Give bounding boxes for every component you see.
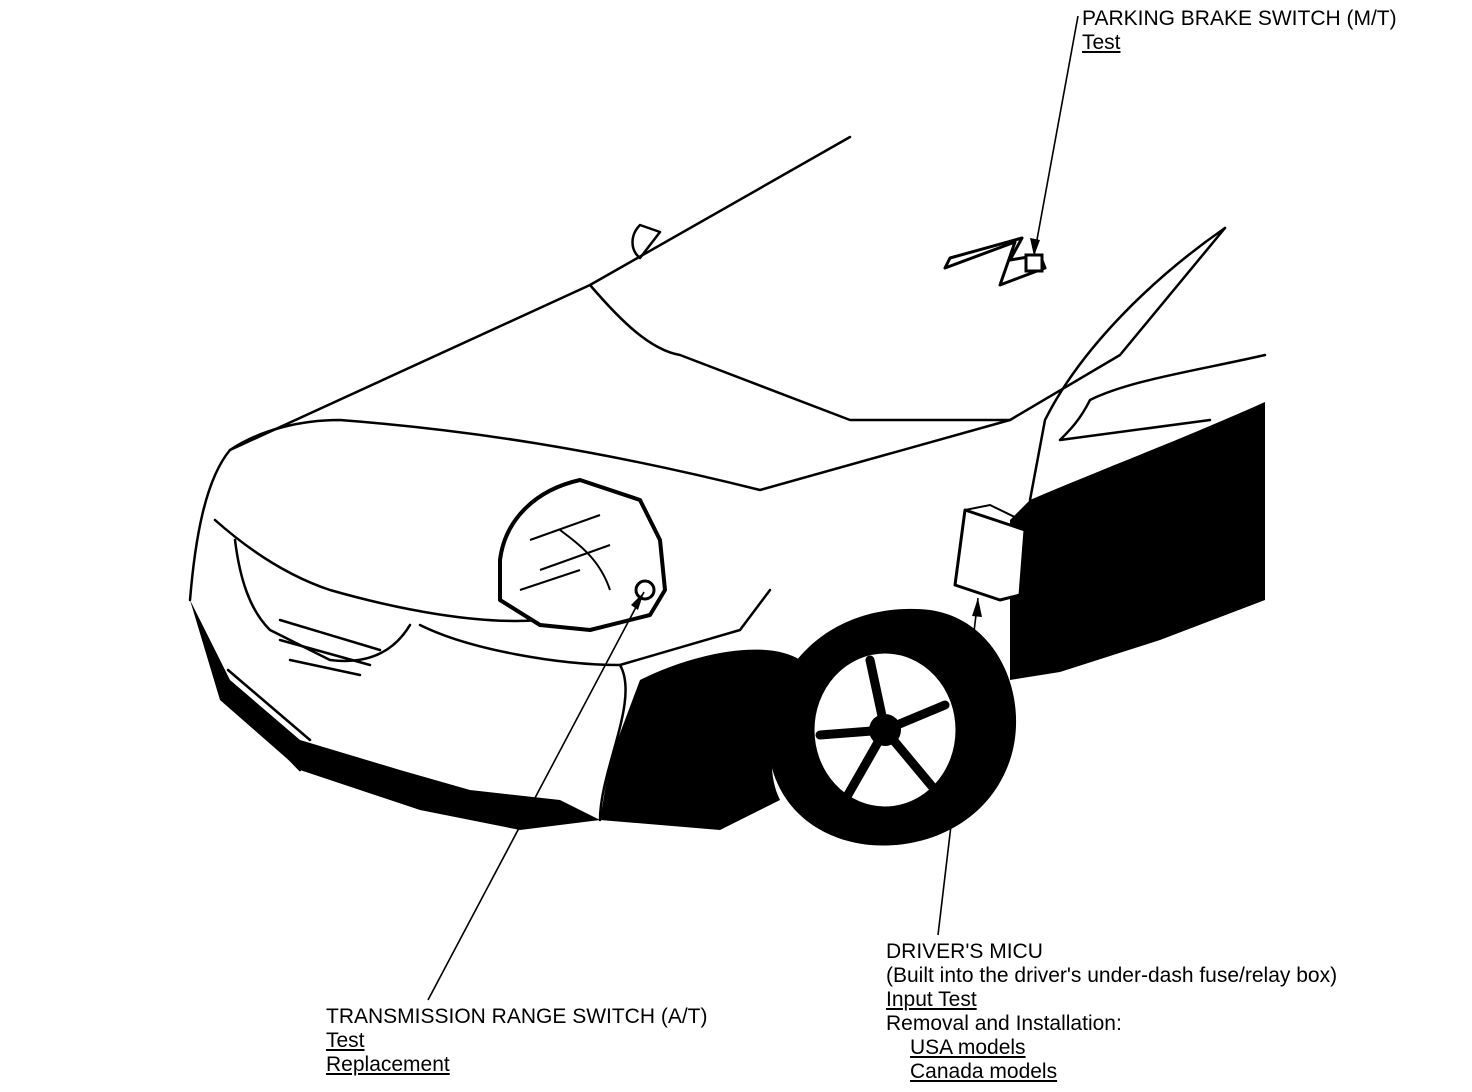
drivers-micu-subtitle: (Built into the driver's under-dash fuse… xyxy=(886,964,1338,987)
transmission-range-switch-callout: TRANSMISSION RANGE SWITCH (A/T) Test Rep… xyxy=(326,1005,708,1077)
transmission-detail xyxy=(519,514,611,591)
leader-parking-brake xyxy=(1033,15,1079,257)
transmission-range-replacement-link[interactable]: Replacement xyxy=(326,1053,450,1076)
leader-lines xyxy=(427,15,1079,1001)
usa-models-link[interactable]: USA models xyxy=(910,1036,1026,1059)
leader-drivers-micu xyxy=(937,597,979,936)
leader-transmission-range xyxy=(427,591,645,1001)
transmission-range-switch-title: TRANSMISSION RANGE SWITCH (A/T) xyxy=(326,1005,708,1028)
transmission-range-switch-part xyxy=(634,579,656,601)
lower-bumper-shadow xyxy=(190,600,600,830)
parking-brake-switch-part xyxy=(1024,253,1044,273)
parking-brake-switch-title: PARKING BRAKE SWITCH (M/T) xyxy=(1082,7,1397,30)
drivers-micu-title: DRIVER'S MICU xyxy=(886,940,1043,963)
fender-shadow xyxy=(600,649,800,830)
parking-brake-test-link[interactable]: Test xyxy=(1082,31,1121,54)
transmission-range-test-link[interactable]: Test xyxy=(326,1029,365,1052)
drivers-micu-callout: DRIVER'S MICU (Built into the driver's u… xyxy=(886,940,1337,1084)
removal-installation-label: Removal and Installation: xyxy=(886,1012,1122,1035)
drivers-micu-box xyxy=(953,508,1027,602)
car-outline xyxy=(188,135,1267,822)
car-side-panel xyxy=(1010,402,1265,680)
drivers-micu-input-test-link[interactable]: Input Test xyxy=(886,988,977,1011)
canada-models-link[interactable]: Canada models xyxy=(910,1060,1058,1083)
parking-brake-switch-callout: PARKING BRAKE SWITCH (M/T) Test xyxy=(1082,7,1397,55)
